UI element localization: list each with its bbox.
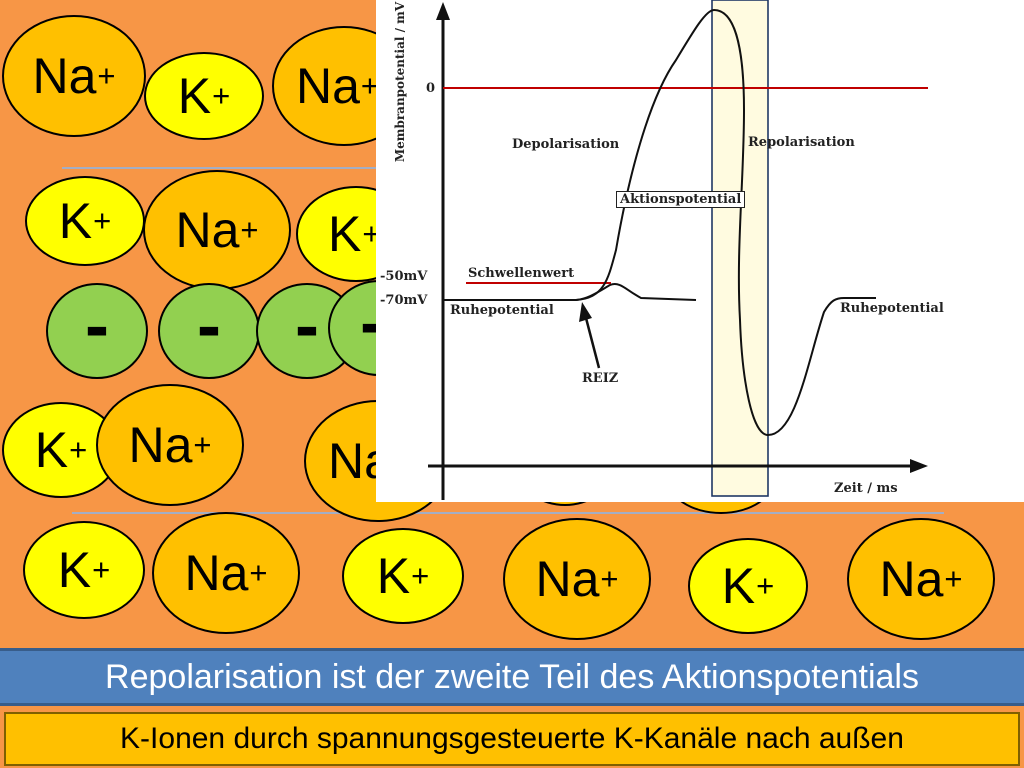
potassium-ion: K+	[25, 176, 145, 266]
title-text: Repolarisation ist der zweite Teil des A…	[105, 657, 919, 696]
subtitle-bar: K-Ionen durch spannungsgesteuerte K-Kanä…	[4, 712, 1020, 766]
tick-label-minus50: -50mV	[380, 269, 428, 284]
y-axis-arrow-icon	[436, 2, 450, 20]
sodium-ion: Na+	[96, 384, 244, 506]
y-axis-title: Membranpotential / mV	[393, 1, 407, 163]
sodium-ion: Na+	[2, 15, 146, 137]
potassium-ion: K+	[342, 528, 464, 624]
action-potential-graph: Membranpotential / mV 0 -50mV -70mV Depo…	[376, 0, 1024, 502]
sodium-ion: Na+	[152, 512, 300, 634]
stimulus-arrow	[584, 317, 601, 369]
potassium-ion: K+	[144, 52, 264, 140]
negative-charge: -	[46, 283, 148, 379]
x-axis-title: Zeit / ms	[834, 481, 898, 496]
subtitle-text: K-Ionen durch spannungsgesteuerte K-Kanä…	[120, 722, 904, 755]
potassium-ion: K+	[23, 521, 145, 619]
sodium-ion: Na+	[143, 170, 291, 290]
label-repolarisation: Repolarisation	[748, 135, 855, 150]
label-reiz: REIZ	[582, 371, 619, 386]
x-axis-arrow-icon	[910, 459, 928, 473]
label-aktionspotential: Aktionspotential	[616, 191, 746, 208]
sodium-ion: Na+	[847, 518, 995, 640]
separator-line-top	[62, 167, 382, 169]
title-bar: Repolarisation ist der zweite Teil des A…	[0, 648, 1024, 706]
tick-label-zero: 0	[426, 81, 436, 96]
stimulus-arrow-head-icon	[579, 302, 592, 322]
tick-label-minus70: -70mV	[380, 293, 428, 308]
potassium-ion: K+	[688, 538, 808, 634]
sodium-ion: Na+	[503, 518, 651, 640]
label-ruhepotential-left: Ruhepotential	[450, 303, 554, 318]
label-ruhepotential-right: Ruhepotential	[840, 301, 944, 316]
action-potential-curve	[575, 8, 876, 437]
graph-canvas	[428, 0, 928, 500]
negative-charge: -	[158, 283, 260, 379]
label-depolarisation: Depolarisation	[512, 137, 620, 152]
separator-line-bottom	[72, 512, 944, 514]
subthreshold-curve	[443, 283, 697, 301]
label-schwellenwert: Schwellenwert	[468, 266, 575, 281]
